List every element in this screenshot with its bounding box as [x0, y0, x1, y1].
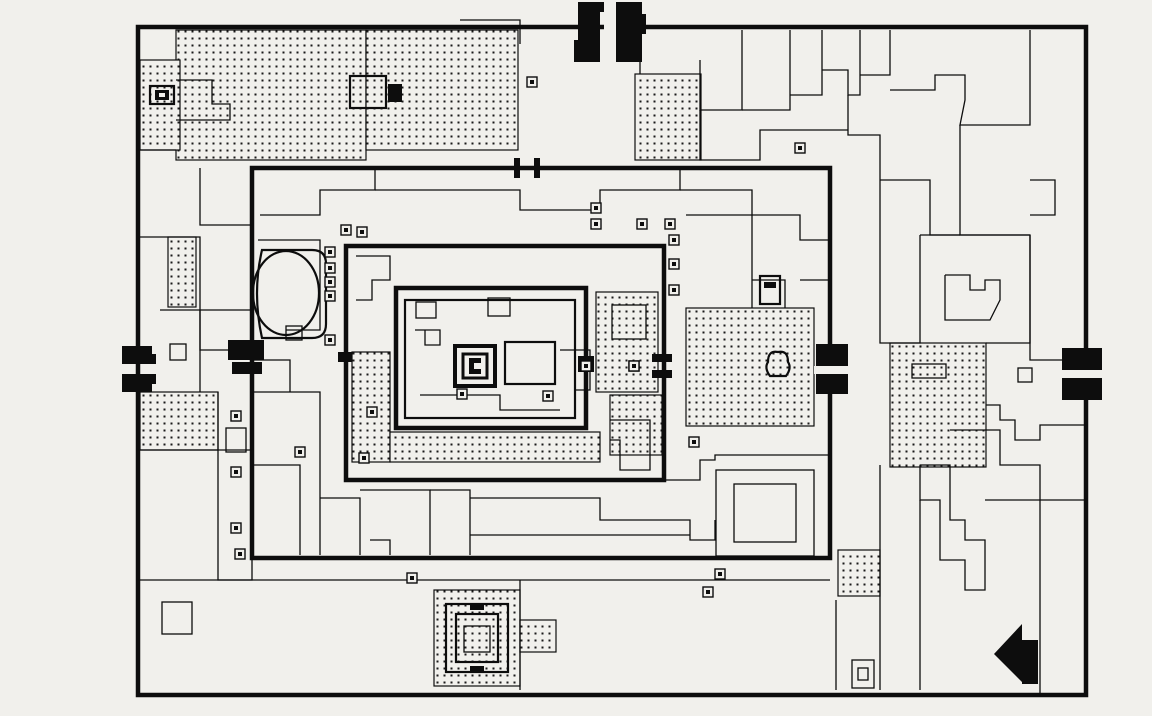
shrine-dot [328, 280, 332, 284]
shrine-dot [234, 470, 238, 474]
shrine-dot [298, 450, 302, 454]
inner-east-gate-2 [652, 370, 672, 378]
garbhagriha-outer [453, 344, 497, 388]
west-gopuram [122, 346, 156, 392]
west-domed-hall [251, 248, 328, 341]
shrine-dot [460, 392, 464, 396]
courtyard-e-1 [685, 307, 815, 427]
east-image-hall [758, 274, 1033, 383]
shrine-dot [530, 80, 534, 84]
courtyard-nw-1 [175, 29, 367, 161]
courtyard-inner-ne [595, 291, 659, 393]
shrine-dot [594, 206, 598, 210]
nw-shrine-complex [148, 19, 521, 121]
shrine-dot [328, 338, 332, 342]
shrine-dot [234, 414, 238, 418]
shrine-dot [344, 228, 348, 232]
shrine-dot [718, 572, 722, 576]
shrine-dot [234, 526, 238, 530]
courtyard-inner-s [389, 431, 601, 463]
third-enclosure-east-gate [814, 344, 850, 394]
shrine-dot [672, 238, 676, 242]
shrine-dot [798, 146, 802, 150]
inner-west-gate [338, 352, 352, 362]
north-gopuram [574, 2, 646, 62]
sanctum-outer [403, 298, 577, 420]
courtyard-se-pavilion [837, 549, 881, 597]
courtyard-w-1 [167, 236, 197, 308]
second-enclosure-wall [343, 243, 667, 483]
shrine-dot [328, 266, 332, 270]
east-gopuram [1060, 348, 1104, 400]
courtyard-s-annex [519, 619, 557, 653]
shrine-dot [546, 394, 550, 398]
sanctum-mandapa [503, 340, 557, 386]
first-enclosure-wall [393, 285, 589, 431]
shrine-dot [672, 262, 676, 266]
shrine-dot [594, 222, 598, 226]
shrine-dot [706, 590, 710, 594]
shrine-dot [370, 410, 374, 414]
shrine-dot [672, 288, 676, 292]
south-tank [444, 602, 510, 674]
shrine-dot [328, 250, 332, 254]
shrine-dot [584, 364, 588, 368]
shrine-dot [668, 222, 672, 226]
third-enclosure-west-gate [228, 340, 264, 374]
stippled-courtyards [139, 29, 987, 687]
main-shrine-icon [469, 358, 481, 374]
third-enclosure-north-gate [514, 158, 540, 178]
courtyard-e-2 [889, 342, 987, 468]
shrine-dot [360, 230, 364, 234]
courtyard-n-1 [634, 73, 702, 161]
shrine-dot [640, 222, 644, 226]
courtyard-inner-e [609, 394, 663, 456]
garbhagriha-inner [461, 352, 489, 380]
courtyard-sw-1 [139, 391, 219, 451]
inner-east-gate [652, 354, 672, 362]
shrine-markers [230, 76, 806, 598]
gateways [122, 2, 1104, 400]
shrine-dot [238, 552, 242, 556]
shrine-dot [328, 294, 332, 298]
shrine-dot [692, 440, 696, 444]
shrine-dot [632, 364, 636, 368]
arrow-left-icon [994, 624, 1038, 684]
shrine-dot [410, 576, 414, 580]
shrine-dot [362, 456, 366, 460]
